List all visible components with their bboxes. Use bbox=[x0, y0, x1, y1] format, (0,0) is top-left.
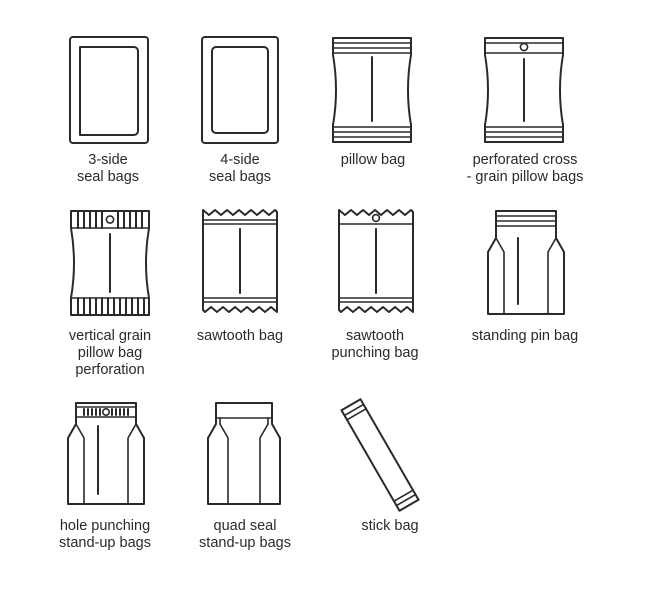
three-side-seal-bag-icon bbox=[68, 35, 152, 147]
sawtooth-punching-bag-icon bbox=[336, 207, 416, 319]
pillow-bag-icon bbox=[330, 35, 416, 147]
bag-label: standing pin bag bbox=[471, 328, 579, 344]
vertical-grain-pillow-bag-icon bbox=[68, 208, 154, 320]
bag-label: perforated cross- grain pillow bags bbox=[466, 152, 584, 185]
four-side-seal-bag-icon bbox=[200, 35, 280, 147]
bag-label: sawtooth bag bbox=[196, 328, 284, 344]
bag-label: pillow bag bbox=[340, 152, 406, 168]
hole-punching-stand-up-bag-icon bbox=[64, 400, 148, 512]
stick-bag-icon bbox=[330, 396, 430, 514]
quad-seal-stand-up-bag-icon bbox=[204, 400, 284, 512]
bag-label: stick bag bbox=[361, 518, 419, 534]
perforated-cross-grain-pillow-bag-icon bbox=[482, 35, 568, 147]
standing-pin-bag-icon bbox=[484, 208, 568, 320]
sawtooth-bag-icon bbox=[200, 207, 280, 319]
